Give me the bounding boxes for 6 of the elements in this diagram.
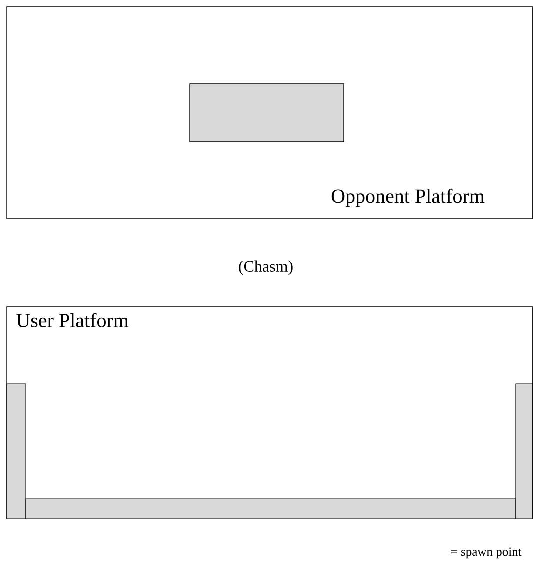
note-text: = spawn point — [452, 548, 522, 559]
wall-bar — [516, 384, 533, 520]
wall-bar — [6, 384, 26, 520]
note-text: (Chasm) — [239, 260, 293, 276]
platform-box: Opponent Platform — [6, 6, 533, 220]
block — [190, 84, 344, 142]
